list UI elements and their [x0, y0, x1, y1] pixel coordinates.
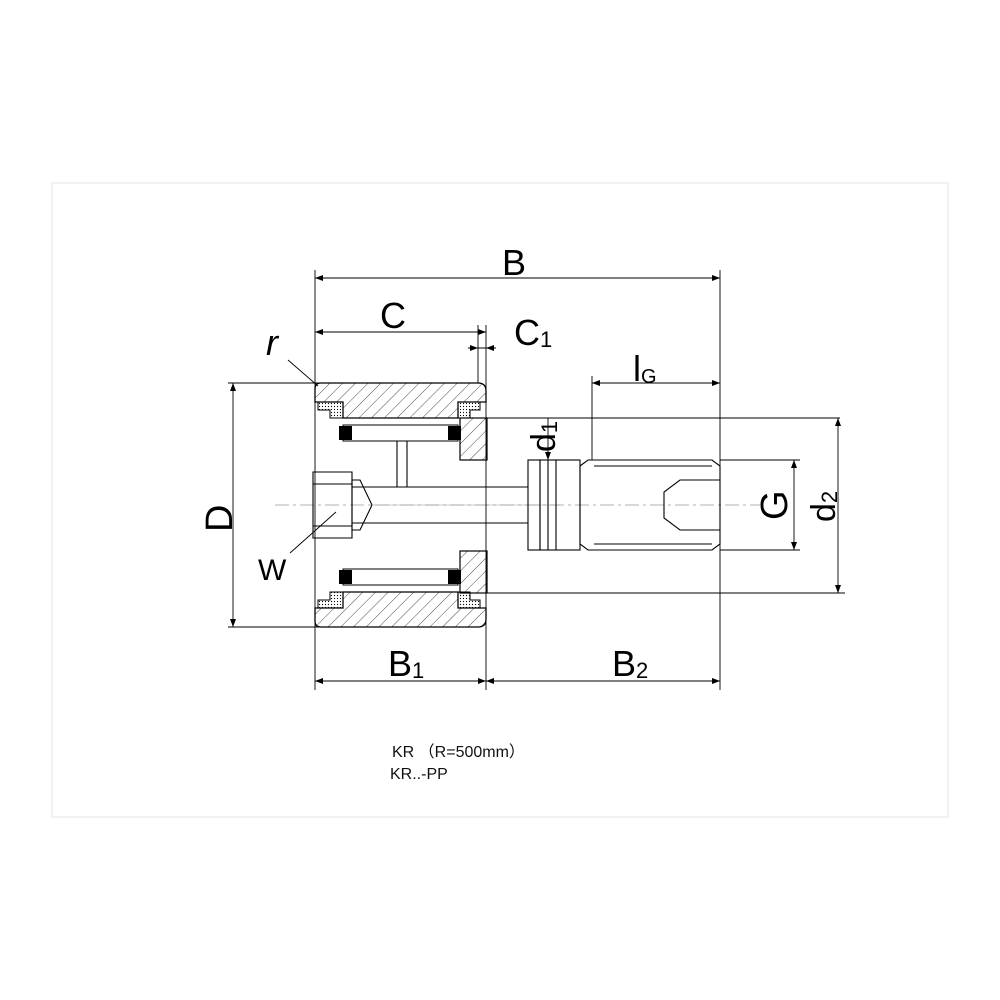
seals	[317, 401, 481, 609]
drawing-frame	[51, 182, 949, 818]
label-C: C	[380, 295, 406, 336]
label-B: B	[502, 242, 526, 283]
needle-rollers	[339, 424, 461, 586]
caption-line-1: KR （R=500mm）	[392, 744, 525, 761]
arrowheads	[230, 275, 841, 684]
label-B2: B2	[612, 643, 648, 684]
label-W: W	[258, 554, 287, 587]
label-G: G	[754, 490, 796, 520]
caption-line-2: KR..-PP	[390, 766, 448, 783]
label-d2: d2	[805, 491, 843, 522]
flange	[459, 417, 488, 594]
label-d1: d1	[525, 421, 563, 452]
label-B1: B1	[388, 643, 424, 684]
label-r: r	[266, 322, 280, 363]
label-IG: lG	[633, 348, 657, 389]
stud-shaft	[312, 441, 721, 551]
dimension-lines	[228, 270, 845, 690]
label-C1: C1	[514, 312, 552, 353]
label-D: D	[199, 505, 241, 532]
